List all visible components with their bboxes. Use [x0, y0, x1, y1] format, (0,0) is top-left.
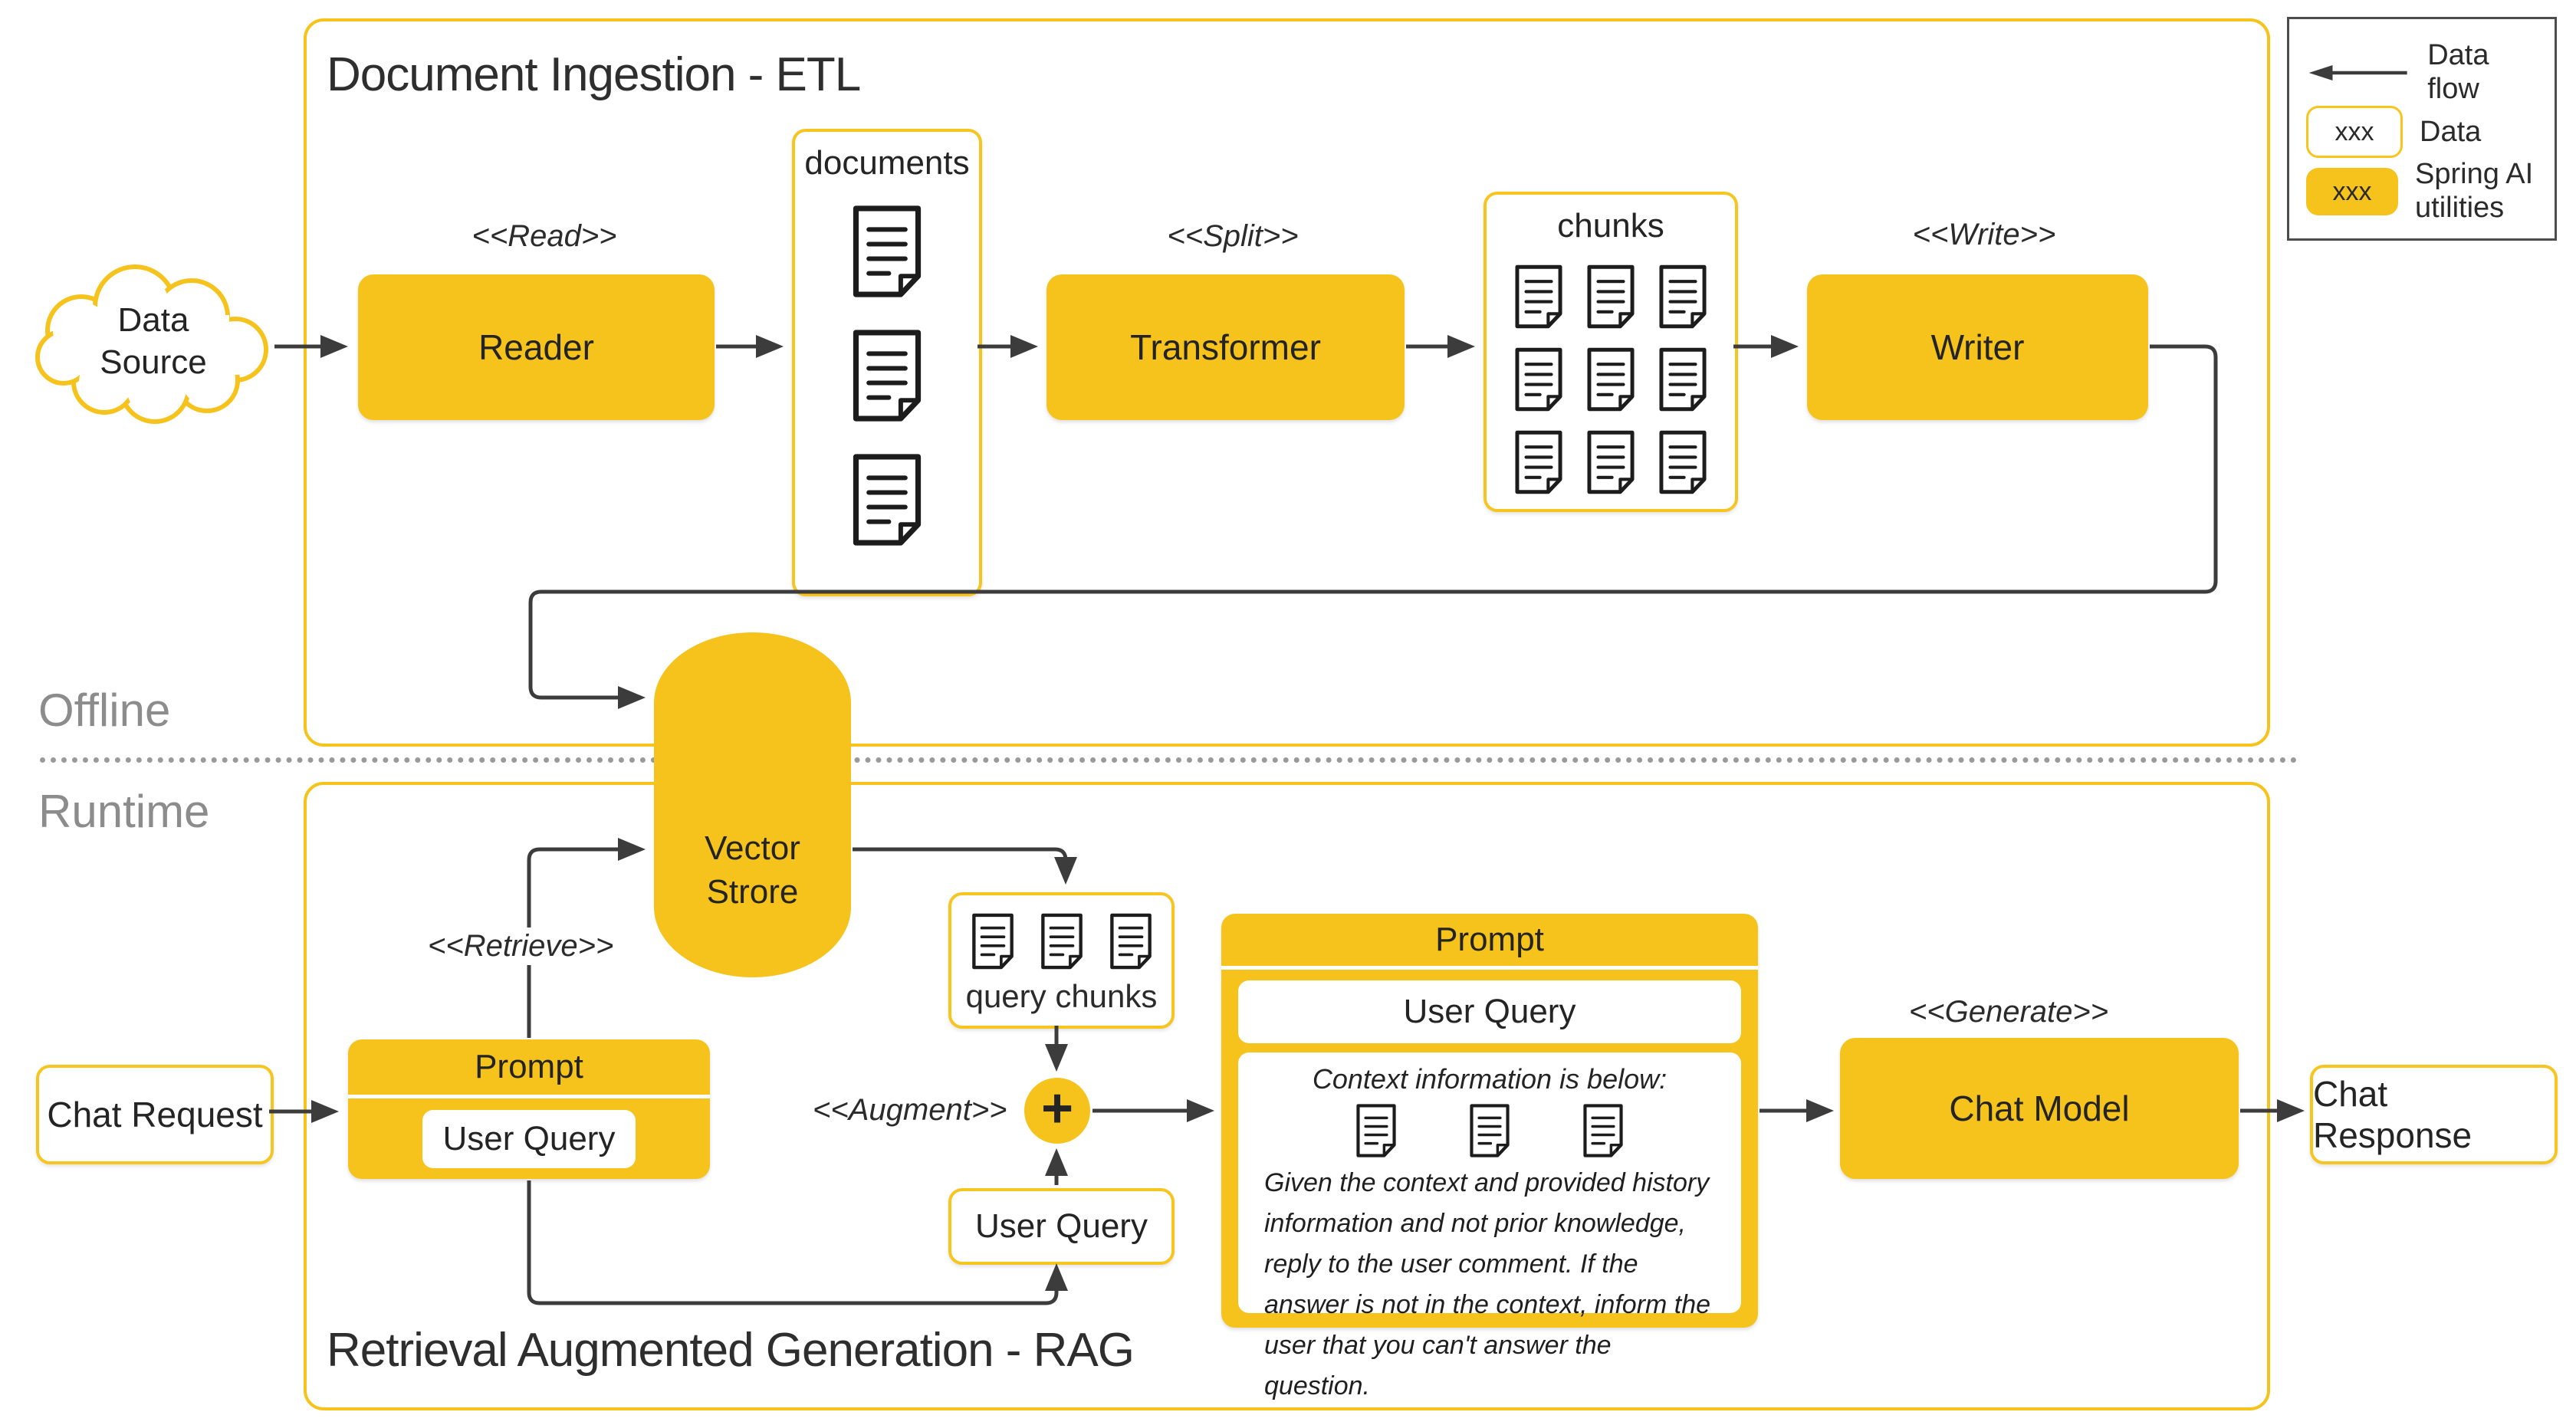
- legend-data-label: Data: [2420, 115, 2482, 148]
- legend: Data flow xxx Data xxx Spring AI utiliti…: [2287, 17, 2557, 241]
- chat-response-label: Chat Response: [2313, 1074, 2472, 1155]
- rag-section-box: [304, 782, 2270, 1410]
- document-icon: [1109, 912, 1153, 970]
- legend-row-data-flow: Data flow: [2306, 39, 2538, 106]
- document-icon: [1585, 346, 1636, 412]
- final-prompt-context: Context information is below: Given the …: [1238, 1052, 1741, 1400]
- chunk-icons: [1506, 264, 1715, 495]
- final-prompt-node: Prompt User Query Context information is…: [1221, 914, 1758, 1400]
- final-prompt-user-query: User Query: [1238, 980, 1741, 1043]
- writer-node: Writer: [1807, 274, 2148, 420]
- document-icon: [1585, 264, 1636, 330]
- prompt-instruction: Given the context and provided history i…: [1264, 1168, 1711, 1401]
- vector-store-node: Vector Strore: [654, 632, 851, 977]
- chat-response-node: Chat Response: [2310, 1065, 2558, 1164]
- data-source-label: Data Source: [100, 301, 207, 381]
- chat-request-node: Chat Request: [36, 1065, 274, 1164]
- document-icon: [1585, 429, 1636, 495]
- document-icon: [1513, 346, 1564, 412]
- document-icon: [1468, 1103, 1511, 1158]
- reader-node: Reader: [358, 274, 715, 420]
- offline-label: Offline: [38, 685, 171, 736]
- runtime-label: Runtime: [38, 786, 210, 837]
- final-prompt-title: Prompt: [1435, 921, 1544, 958]
- vector-store-label: Vector Strore: [705, 829, 800, 911]
- chat-model-node: Chat Model: [1840, 1038, 2239, 1179]
- document-icon: [850, 204, 924, 299]
- legend-data-flow-label: Data flow: [2427, 39, 2489, 105]
- generate-stereotype: <<Generate>>: [1886, 993, 2131, 1031]
- document-icon: [1040, 912, 1084, 970]
- prompt-separator: [348, 1095, 710, 1098]
- document-icon: [971, 912, 1015, 970]
- document-icon: [1513, 264, 1564, 330]
- prompt-user-query: User Query: [422, 1110, 636, 1168]
- context-doc-icons: [1238, 1103, 1741, 1158]
- legend-spring-label: Spring AI utilities: [2415, 158, 2534, 225]
- legend-row-data: xxx Data: [2306, 106, 2538, 159]
- documents-box: documents: [792, 129, 982, 596]
- rag-title: Retrieval Augmented Generation - RAG: [327, 1324, 1135, 1377]
- augment-plus-node: +: [1024, 1078, 1090, 1144]
- document-icon: [1658, 429, 1708, 495]
- user-query-node: User Query: [948, 1188, 1175, 1265]
- chat-request-label: Chat Request: [47, 1095, 263, 1134]
- document-icon: [1658, 264, 1708, 330]
- spring-utilities-swatch: xxx: [2306, 168, 2398, 216]
- etl-title: Document Ingestion - ETL: [327, 48, 861, 101]
- cloud-icon: [35, 264, 268, 424]
- document-icon: [850, 328, 924, 423]
- query-chunks-box: query chunks: [948, 892, 1175, 1029]
- document-icon: [1355, 1103, 1398, 1158]
- retrieve-stereotype: <<Retrieve>>: [420, 928, 613, 965]
- chunks-box: chunks: [1484, 192, 1738, 512]
- document-icon: [1513, 429, 1564, 495]
- prompt-node: Prompt User Query: [348, 1039, 710, 1179]
- user-query-label: User Query: [975, 1207, 1148, 1245]
- document-icon: [1658, 346, 1708, 412]
- data-swatch: xxx: [2306, 106, 2403, 159]
- document-icons: [850, 204, 924, 547]
- query-chunks-label: query chunks: [965, 978, 1158, 1014]
- context-heading: Context information is below:: [1312, 1063, 1668, 1095]
- document-icon: [850, 452, 924, 547]
- write-stereotype: <<Write>>: [1865, 216, 2103, 254]
- offline-runtime-divider: [40, 757, 2298, 763]
- augment-stereotype: <<Augment>>: [805, 1092, 1012, 1129]
- document-icon: [1582, 1103, 1625, 1158]
- query-chunk-icons: [971, 912, 1153, 970]
- split-stereotype: <<Split>>: [1114, 218, 1352, 255]
- chunks-label: chunks: [1557, 207, 1664, 245]
- documents-label: documents: [804, 144, 970, 182]
- prompt-title: Prompt: [475, 1048, 583, 1085]
- legend-row-spring: xxx Spring AI utilities: [2306, 158, 2538, 225]
- transformer-node: Transformer: [1046, 274, 1405, 420]
- etl-section-box: [304, 18, 2270, 747]
- final-prompt-separator: [1221, 966, 1758, 970]
- data-source-cloud: Data Source: [34, 258, 273, 425]
- data-flow-arrow-icon: [2308, 64, 2407, 80]
- read-stereotype: <<Read>>: [426, 218, 663, 255]
